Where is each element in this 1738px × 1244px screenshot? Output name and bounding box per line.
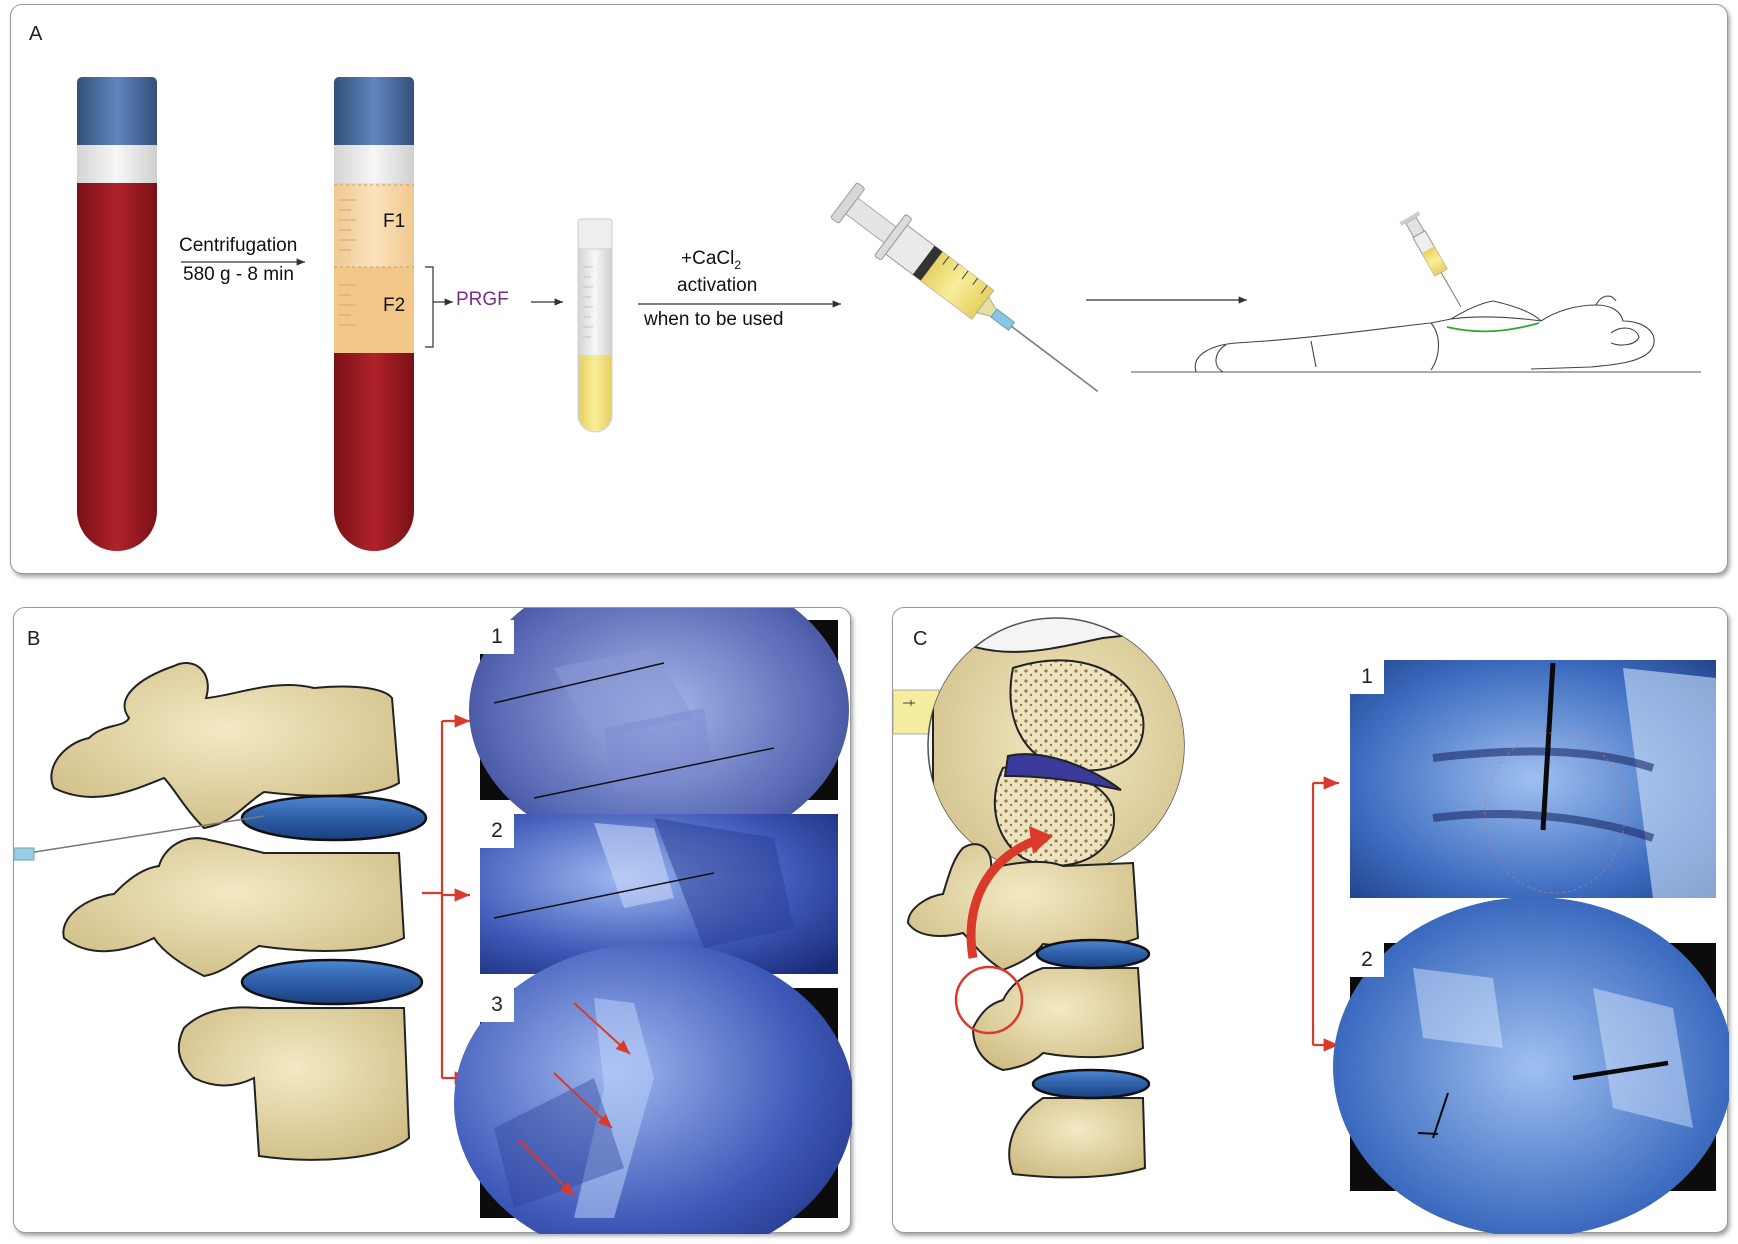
prgf-tube-icon [577, 218, 613, 433]
panel-a-label: A [29, 23, 43, 45]
vertebra-c-middle [971, 967, 1145, 1072]
mini-syringe-icon [1399, 211, 1462, 308]
vertebra-upper [50, 662, 401, 830]
disc-c-upper [1035, 938, 1151, 970]
needle-icon [21, 815, 265, 855]
spine-illustration-b [14, 608, 852, 1234]
centrifugation-label: Centrifugation [179, 235, 298, 256]
centrifuged-tube-icon [334, 77, 414, 551]
intervertebral-disc-lower [240, 958, 424, 1006]
cacl-subscript: 2 [734, 257, 742, 272]
vertebra-c-lower [1008, 1097, 1147, 1179]
vertebra-lower [177, 1006, 411, 1161]
prgf-label: PRGF [456, 289, 509, 310]
facet-joint-highlight [954, 965, 1024, 1035]
facet-joint-magnified [927, 617, 1185, 875]
magnify-arrow [966, 833, 1045, 959]
xray-c1 [1350, 660, 1716, 898]
centrifugation-params: 580 g - 8 min [183, 264, 294, 285]
fraction-2-label: F2 [383, 295, 406, 316]
panel-b: B [13, 607, 852, 1234]
blood-tube-icon [77, 77, 157, 551]
xray-b3 [454, 943, 852, 1234]
needle-hub-icon [14, 847, 35, 861]
xray-b2-number: 2 [480, 814, 514, 848]
xray-c1-number: 1 [1350, 660, 1384, 694]
intervertebral-disc-upper [240, 794, 428, 842]
when-used-label: when to be used [644, 309, 784, 330]
activation-label: activation [677, 275, 758, 296]
vertebra-c-upper [906, 843, 1140, 972]
panel-a: A [10, 4, 1728, 574]
xray-b1 [469, 608, 849, 855]
xray-c2-number: 2 [1350, 943, 1384, 977]
panel-a-illustration [77, 77, 1701, 551]
xray-b3-number: 3 [480, 988, 514, 1022]
panel-c-label: C [913, 628, 928, 650]
syringe-icon [830, 182, 1099, 392]
vertebra-middle [62, 837, 406, 978]
panel-b-label: B [27, 628, 41, 650]
disc-c-lower [1031, 1068, 1151, 1100]
cacl-label: +CaCl2 [681, 248, 741, 272]
cacl-text: +CaCl [681, 248, 735, 269]
xray-b1-number: 1 [480, 620, 514, 654]
fraction-1-label: F1 [383, 211, 406, 232]
patient-icon [1131, 295, 1701, 373]
spine-illustration-c [893, 617, 1729, 1234]
panel-c: C [892, 607, 1729, 1234]
xray-c2 [1333, 897, 1729, 1234]
